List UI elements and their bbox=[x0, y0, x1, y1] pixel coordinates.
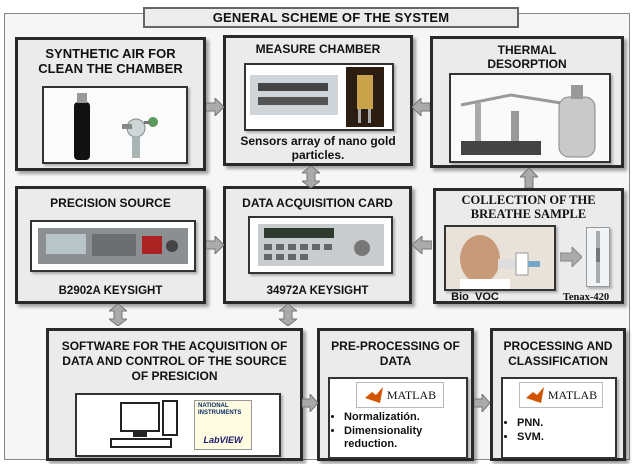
matlab-logo: MATLAB bbox=[356, 382, 444, 408]
list-item: PNN. bbox=[517, 417, 617, 430]
preprocessing-panel: MATLAB Normalizatión. Dimensionality red… bbox=[328, 377, 468, 459]
list-item: Dimensionality reduction. bbox=[344, 425, 472, 451]
bio-voc-label: Bio_VOC bbox=[451, 291, 499, 303]
processing-box: PROCESSING AND CLASSIFICATION MATLAB PNN… bbox=[490, 328, 626, 461]
list-item: SVM. bbox=[517, 431, 617, 444]
arrow-right-icon bbox=[560, 247, 582, 267]
processing-panel: MATLAB PNN. SVM. bbox=[501, 377, 617, 459]
person-sampling-image bbox=[446, 227, 554, 289]
tenax-label: Tenax-420 bbox=[562, 292, 610, 303]
gas-cylinder-image bbox=[44, 88, 186, 162]
matlab-text: MATLAB bbox=[547, 387, 598, 402]
diagram-title: GENERAL SCHEME OF THE SYSTEM bbox=[143, 7, 519, 28]
tenax-tube-photo bbox=[586, 227, 610, 287]
breath-sample-photo bbox=[444, 225, 556, 291]
matlab-logo: MATLAB bbox=[519, 382, 603, 408]
arrow-right-icon bbox=[206, 98, 224, 116]
arrow-right-icon bbox=[206, 236, 224, 254]
arrow-updown-icon bbox=[279, 304, 297, 326]
measure-chamber-photo bbox=[244, 63, 394, 131]
thermal-desorption-photo bbox=[449, 73, 611, 163]
preprocessing-list: Normalizatión. Dimensionality reduction. bbox=[332, 411, 472, 452]
matlab-text: MATLAB bbox=[386, 387, 437, 402]
ni-logo-text: NATIONAL INSTRUMENTS bbox=[198, 403, 242, 416]
thermal-desorption-box: THERMAL DESORPTION SYSTEM bbox=[430, 36, 624, 168]
daq-card-caption: 34972A KEYSIGHT bbox=[266, 285, 369, 297]
collection-heading: COLLECTION OF THE BREATHE SAMPLE bbox=[461, 193, 596, 221]
labview-logo: NATIONAL INSTRUMENTS LabVIEW bbox=[194, 400, 252, 450]
processing-list: PNN. SVM. bbox=[505, 417, 617, 445]
arrow-left-icon bbox=[412, 236, 432, 254]
desorption-apparatus-image bbox=[451, 75, 609, 161]
software-box: SOFTWARE FOR THE ACQUISITION OF DATA AND… bbox=[46, 328, 303, 461]
precision-source-heading: PRECISION SOURCE bbox=[50, 196, 171, 210]
preprocessing-heading: PRE-PROCESSING OF DATA bbox=[331, 339, 460, 368]
measure-chamber-caption: Sensors array of nano gold particles. bbox=[240, 134, 396, 162]
arrow-left-icon bbox=[412, 98, 430, 116]
preprocessing-box: PRE-PROCESSING OF DATA MATLAB Normalizat… bbox=[317, 328, 474, 461]
arrow-right-icon bbox=[474, 394, 490, 412]
precision-source-caption: B2902A KEYSIGHT bbox=[58, 285, 163, 297]
daq-card-heading: DATA ACQUISITION CARD bbox=[242, 196, 393, 210]
labview-text: LabVIEW bbox=[203, 435, 243, 445]
keysight-daq-image bbox=[250, 218, 391, 272]
arrow-updown-icon bbox=[302, 166, 320, 188]
list-item: Normalizatión. bbox=[344, 411, 472, 424]
synthetic-air-box: SYNTHETIC AIR FOR CLEAN THE CHAMBER bbox=[15, 37, 206, 171]
arrow-right-icon bbox=[302, 394, 318, 412]
keysight-source-image bbox=[32, 222, 194, 270]
matlab-icon bbox=[525, 387, 544, 403]
collection-box: COLLECTION OF THE BREATHE SAMPLE Bio_VOC… bbox=[433, 188, 624, 304]
arrow-updown-icon bbox=[109, 304, 127, 326]
precision-source-box: PRECISION SOURCE B2902A KEYSIGHT bbox=[15, 186, 206, 304]
sensor-array-image bbox=[246, 65, 392, 129]
synthetic-air-photo bbox=[42, 86, 188, 164]
daq-card-box: DATA ACQUISITION CARD 34972A KEYSIGHT bbox=[223, 186, 412, 304]
measure-chamber-box: MEASURE CHAMBER Sensors array of nano go… bbox=[223, 35, 413, 166]
arrow-up-icon bbox=[520, 168, 538, 188]
tenax-tube-image bbox=[587, 228, 609, 286]
matlab-icon bbox=[364, 387, 383, 403]
measure-chamber-heading: MEASURE CHAMBER bbox=[255, 42, 381, 56]
synthetic-air-heading: SYNTHETIC AIR FOR CLEAN THE CHAMBER bbox=[38, 46, 183, 76]
software-heading: SOFTWARE FOR THE ACQUISITION OF DATA AND… bbox=[61, 339, 288, 383]
daq-card-photo bbox=[248, 216, 393, 274]
processing-heading: PROCESSING AND CLASSIFICATION bbox=[503, 339, 613, 368]
precision-source-photo bbox=[30, 220, 196, 272]
